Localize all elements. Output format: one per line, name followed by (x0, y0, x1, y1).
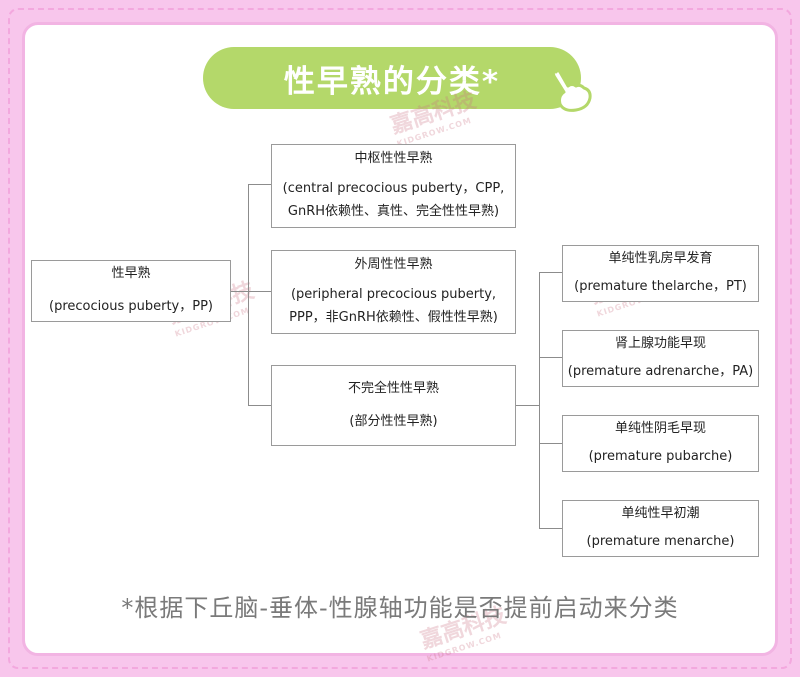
footnote: *根据下丘脑-垂体-性腺轴功能是否提前启动来分类 (0, 588, 800, 623)
sub-node-pubarche: 单纯性阴毛早现 (premature pubarche) (562, 415, 759, 472)
connector-line (539, 528, 562, 529)
sub-label-en: (premature menarche) (587, 534, 735, 551)
branch-line2: (部分性性早熟) (349, 414, 437, 431)
sub-node-adrenarche: 肾上腺功能早现 (premature adrenarche，PA) (562, 330, 759, 387)
connector-line (231, 291, 249, 292)
connector-line (539, 357, 562, 358)
branch-line3: GnRH依赖性、真性、完全性性早熟) (288, 204, 499, 221)
connector-line (248, 405, 271, 406)
branch-node-peripheral: 外周性性早熟 (peripheral precocious puberty, P… (271, 250, 516, 334)
sub-label-en: (premature thelarche，PT) (574, 279, 747, 296)
connector-line (248, 184, 271, 185)
sub-label-cn: 肾上腺功能早现 (615, 336, 706, 353)
sub-label-cn: 单纯性早初潮 (621, 506, 699, 523)
connector-line (539, 272, 562, 273)
pointing-hand-icon (548, 66, 598, 114)
connector-line (248, 291, 271, 292)
sub-label-en: (premature pubarche) (589, 449, 733, 466)
sub-label-en: (premature adrenarche，PA) (568, 364, 753, 381)
sub-label-cn: 单纯性乳房早发育 (608, 251, 712, 268)
branch-line3: PPP，非GnRH依赖性、假性性早熟) (289, 310, 498, 327)
branch-line2: (central precocious puberty，CPP, (283, 181, 505, 198)
branch-node-incomplete: 不完全性性早熟 (部分性性早熟) (271, 365, 516, 446)
branch-label-cn: 不完全性性早熟 (348, 381, 439, 398)
connector-line (248, 184, 249, 406)
title-banner: 性早熟的分类* (203, 47, 581, 109)
sub-label-cn: 单纯性阴毛早现 (615, 421, 706, 438)
branch-line2: (peripheral precocious puberty, (291, 287, 496, 304)
root-label-cn: 性早熟 (111, 266, 150, 283)
sub-node-menarche: 单纯性早初潮 (premature menarche) (562, 500, 759, 557)
connector-line (539, 443, 562, 444)
connector-line (539, 272, 540, 529)
sub-node-thelarche: 单纯性乳房早发育 (premature thelarche，PT) (562, 245, 759, 302)
branch-label-cn: 外周性性早熟 (354, 257, 432, 274)
branch-node-central: 中枢性性早熟 (central precocious puberty，CPP, … (271, 144, 516, 228)
branch-label-cn: 中枢性性早熟 (354, 151, 432, 168)
root-label-en: (precocious puberty，PP) (49, 299, 213, 316)
root-node: 性早熟 (precocious puberty，PP) (31, 260, 231, 322)
connector-line (516, 405, 540, 406)
